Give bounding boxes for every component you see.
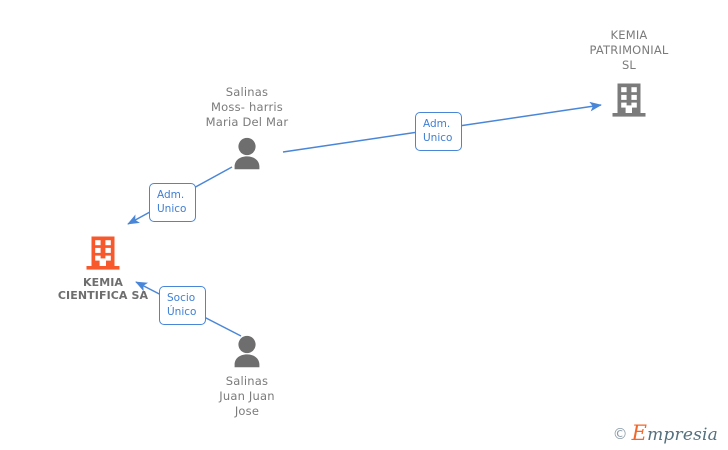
label-line: Salinas xyxy=(225,374,269,388)
label-line: Salinas xyxy=(225,85,269,99)
edge-role-chip-adm-unico-cientifica[interactable]: Adm. Unico xyxy=(149,183,196,222)
chip-line: Unico xyxy=(157,203,187,215)
brand-rest: mpresia xyxy=(647,425,718,445)
building-icon[interactable] xyxy=(558,81,700,119)
chip-line: Socio xyxy=(167,292,196,304)
node-person-juan[interactable]: Salinas Juan Juan Jose xyxy=(172,334,322,419)
person-icon[interactable] xyxy=(172,136,322,170)
label-line: CIENTIFICA SA xyxy=(57,289,149,302)
label-line: Juan Juan xyxy=(219,389,275,403)
chip-line: Adm. xyxy=(423,118,451,130)
brand-initial: E xyxy=(631,421,648,445)
node-label-company-kemia-patrimonial: KEMIA PATRIMONIAL SL xyxy=(558,28,700,73)
chip-line: Unico xyxy=(423,132,453,144)
copyright-icon: © xyxy=(612,425,628,443)
label-line: Maria Del Mar xyxy=(205,115,289,129)
edge-role-chip-socio-unico[interactable]: Socio Único xyxy=(159,286,206,325)
label-line: Moss- harris xyxy=(211,100,283,114)
label-line: SL xyxy=(621,58,637,72)
brand-logo-text: Empresia xyxy=(632,423,718,445)
node-label-person-juan: Salinas Juan Juan Jose xyxy=(172,374,322,419)
node-label-person-maria: Salinas Moss- harris Maria Del Mar xyxy=(172,85,322,130)
label-line: PATRIMONIAL xyxy=(589,43,669,57)
node-company-kemia-cientifica[interactable]: KEMIA CIENTIFICA SA xyxy=(33,234,173,302)
building-icon[interactable] xyxy=(33,234,173,272)
chip-line: Adm. xyxy=(157,189,185,201)
label-line: Jose xyxy=(234,404,260,418)
chip-line: Único xyxy=(167,306,197,318)
node-person-maria[interactable]: Salinas Moss- harris Maria Del Mar xyxy=(172,85,322,170)
edge-role-chip-adm-unico-patrimonial[interactable]: Adm. Unico xyxy=(415,112,462,151)
empresia-watermark: © Empresia xyxy=(612,423,718,445)
person-icon[interactable] xyxy=(172,334,322,368)
label-line: KEMIA xyxy=(610,28,648,42)
node-label-company-kemia-cientifica: KEMIA CIENTIFICA SA xyxy=(33,276,173,302)
label-line: KEMIA xyxy=(82,276,124,289)
node-company-kemia-patrimonial[interactable]: KEMIA PATRIMONIAL SL xyxy=(558,28,700,119)
